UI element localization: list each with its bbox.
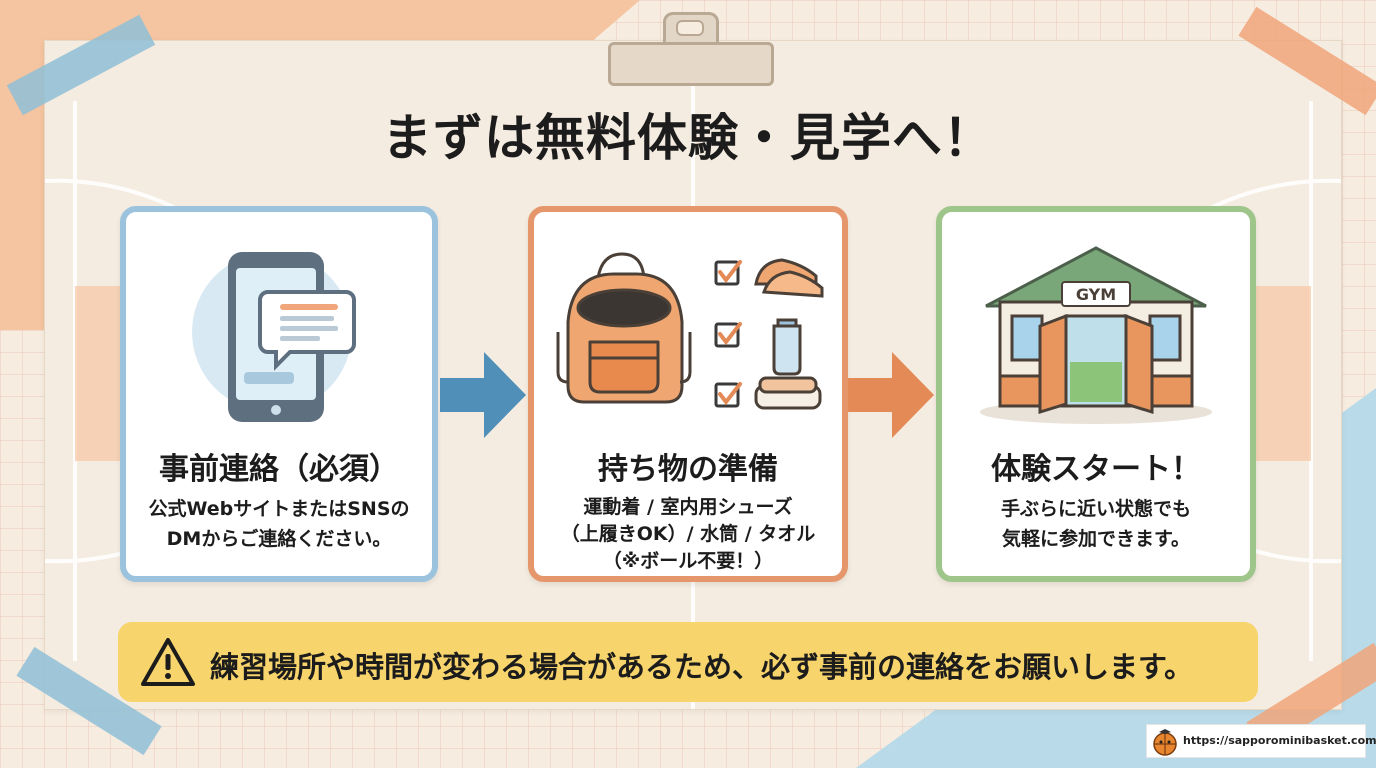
step-line: 公式WebサイトまたはSNSの	[148, 498, 410, 520]
gym-building-icon: GYM	[980, 246, 1212, 424]
step-card-items: 持ち物の準備 運動着 / 室内用シューズ （上履きOK）/ 水筒 / タオル （…	[528, 206, 848, 582]
basketball-mascot-icon	[1153, 729, 1177, 756]
step-description: 公式WebサイトまたはSNSの DMからご連絡ください。	[126, 494, 432, 554]
backpack-checklist-icon	[556, 252, 824, 410]
step-card-start: GYM 体験スタート！ 手ぶらに近い状態でも 気軽に参加できます。	[936, 206, 1256, 582]
step-line: DMからご連絡ください。	[166, 528, 392, 550]
arrow-right-icon	[848, 352, 934, 438]
clipboard-base	[608, 42, 774, 86]
smartphone-message-icon	[192, 252, 356, 422]
notice-text: 練習場所や時間が変わる場合があるため、必ず事前の連絡をお願いします。	[210, 650, 1194, 684]
step-heading: 事前連絡（必須）	[159, 452, 399, 487]
arrow-right-icon	[440, 352, 526, 438]
step-description: 手ぶらに近い状態でも 気軽に参加できます。	[942, 494, 1250, 554]
step-heading: 持ち物の準備	[598, 452, 778, 487]
warning-icon	[141, 638, 195, 686]
step-line: 運動着 / 室内用シューズ	[583, 496, 793, 518]
step-heading: 体験スタート！	[991, 452, 1201, 487]
step-line: （※ボール不要！）	[602, 550, 774, 572]
step-card-contact: 事前連絡（必須） 公式WebサイトまたはSNSの DMからご連絡ください。	[120, 206, 438, 582]
notice-banner: 練習場所や時間が変わる場合があるため、必ず事前の連絡をお願いします。	[118, 622, 1258, 702]
footer-url-link[interactable]: https://sapporominibasket.com/	[1183, 734, 1376, 747]
step-line: 気軽に参加できます。	[1001, 528, 1191, 550]
site-footer[interactable]: https://sapporominibasket.com/	[1146, 724, 1376, 758]
step-description: 運動着 / 室内用シューズ （上履きOK）/ 水筒 / タオル （※ボール不要！…	[534, 494, 842, 575]
step-line: （上履きOK）/ 水筒 / タオル	[560, 523, 816, 545]
step-line: 手ぶらに近い状態でも	[1000, 498, 1191, 520]
gym-sign-text: GYM	[1076, 285, 1116, 304]
page-title: まずは無料体験・見学へ！	[382, 109, 994, 167]
